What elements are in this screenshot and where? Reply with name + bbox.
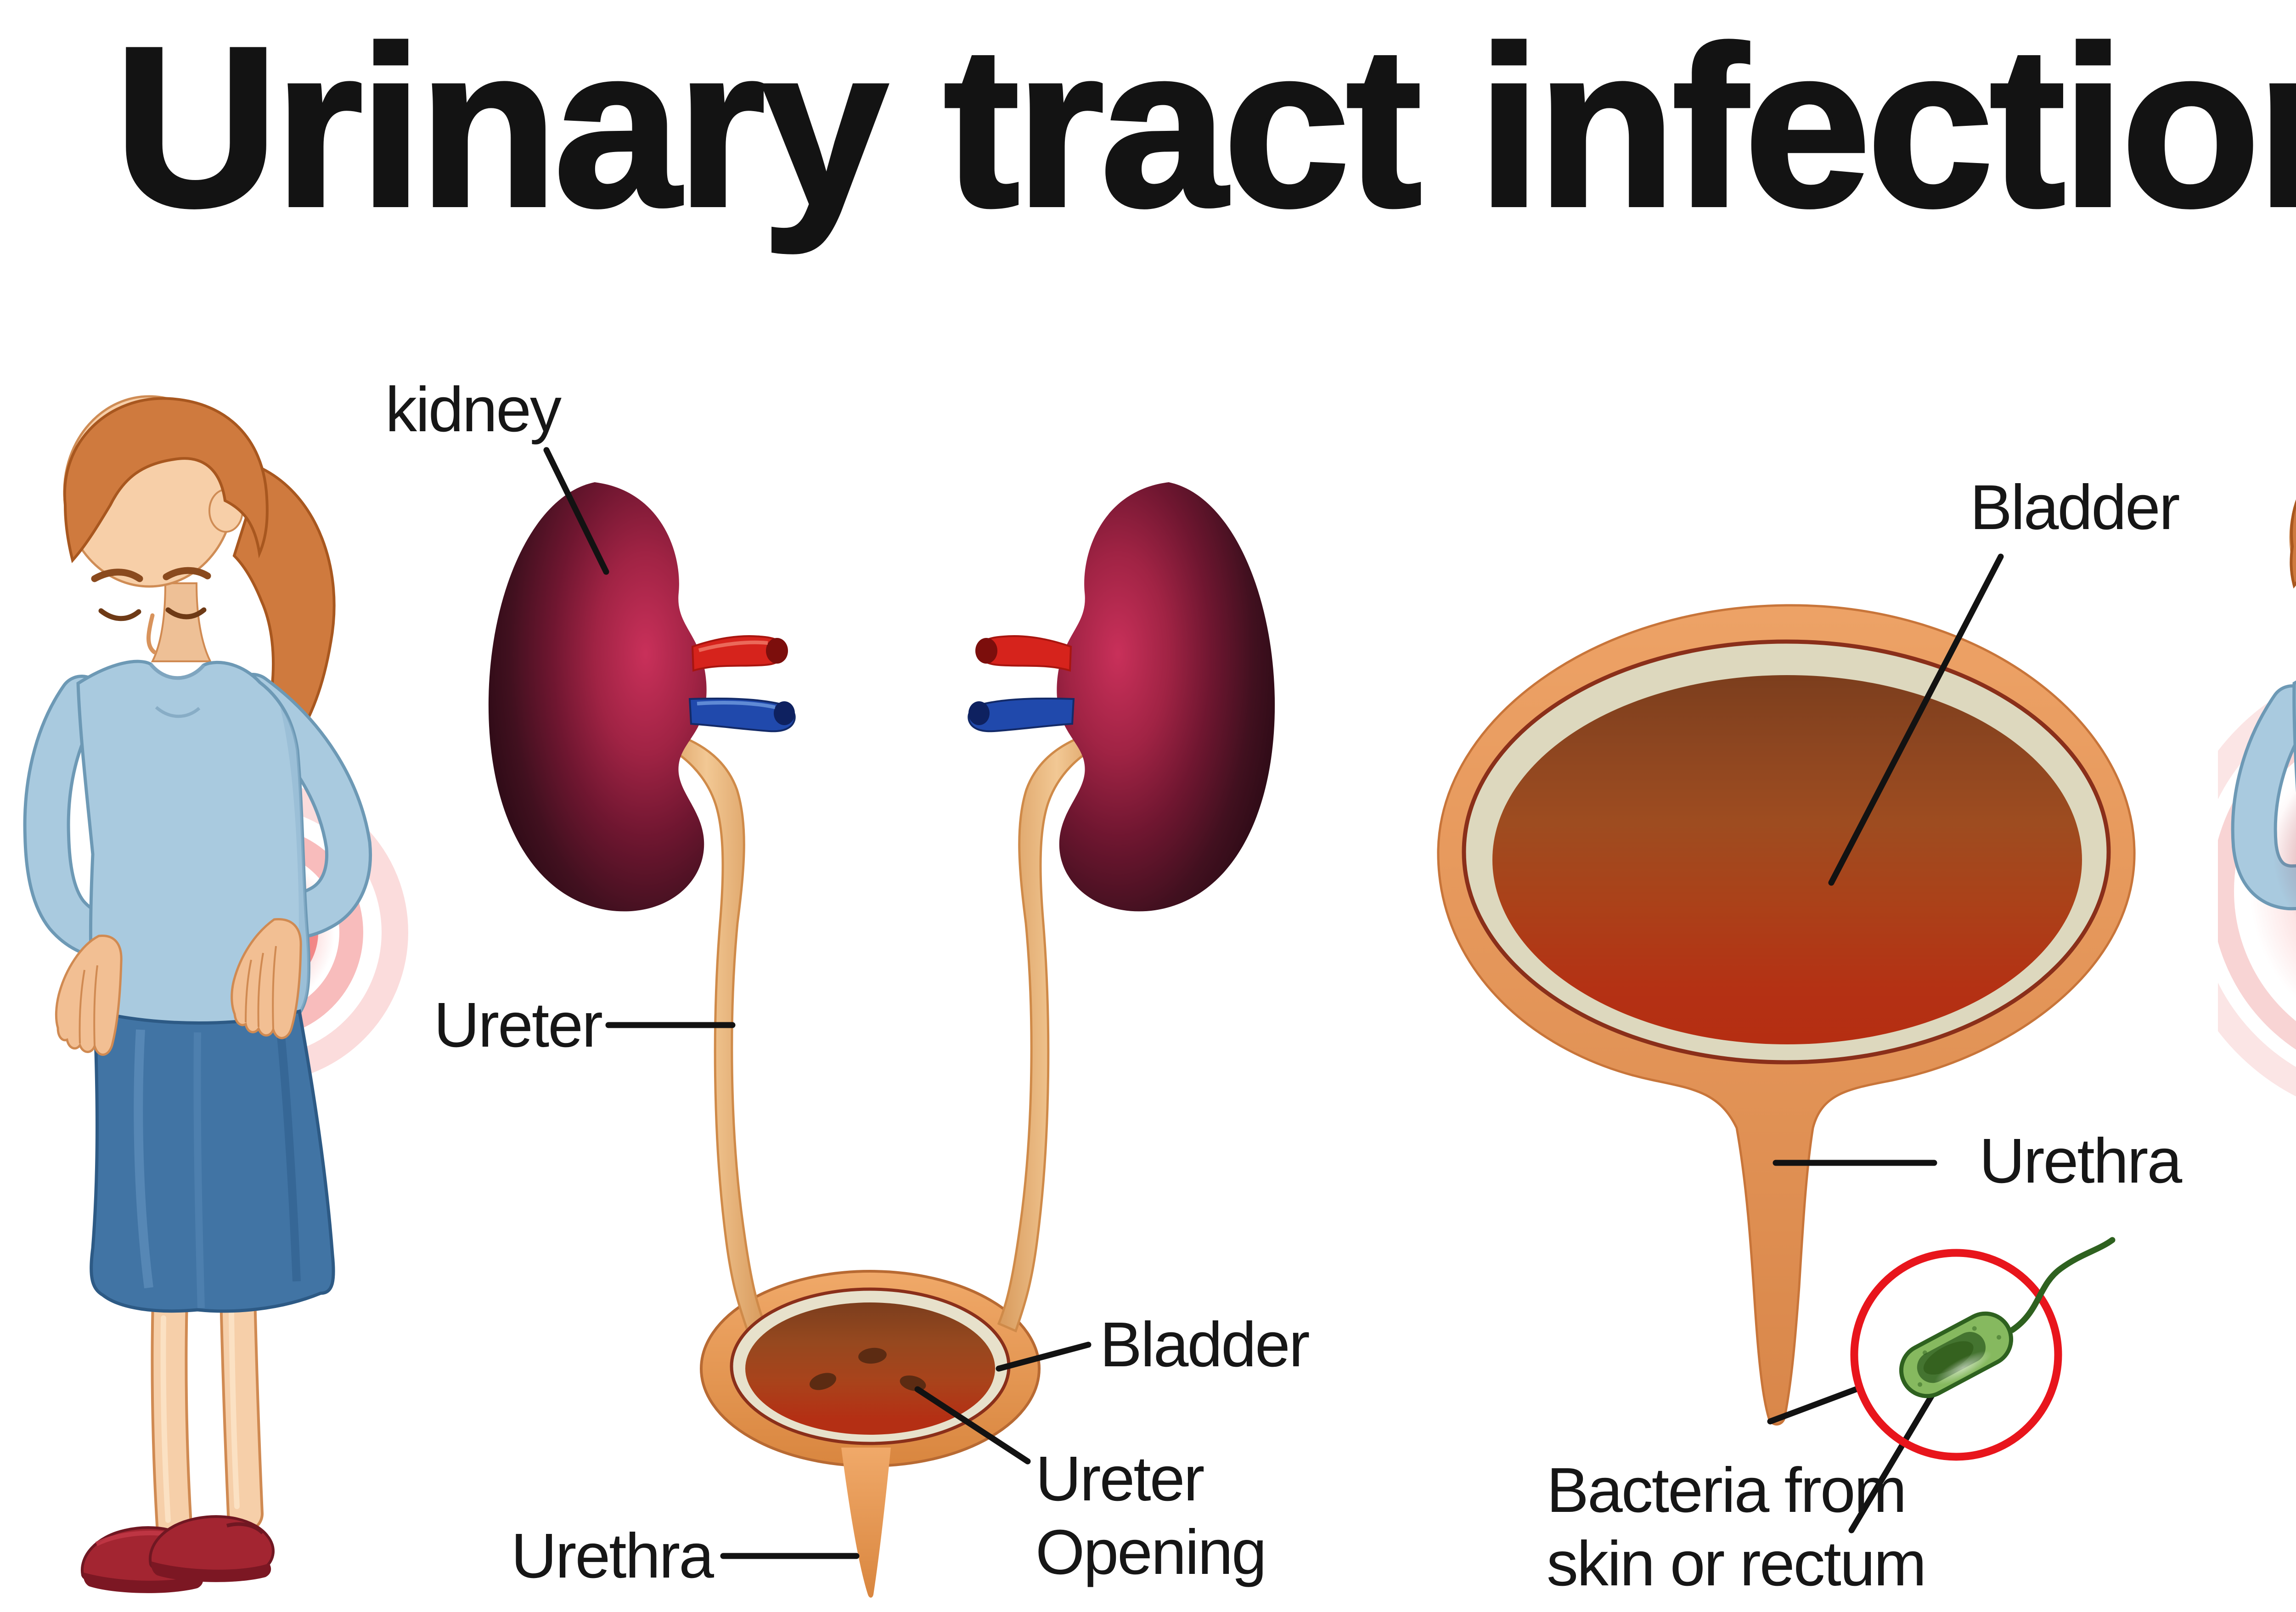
bacteria-alert-circle [1850, 1249, 2062, 1461]
bladder-leader-line [1828, 553, 2004, 886]
bacterium-flagellum [2009, 1237, 2116, 1333]
bacteria-leader-line [1848, 1370, 1948, 1533]
abdominal-pain-tint [2273, 790, 2296, 919]
left-arm [23, 675, 118, 958]
woman-with-abdominal-pain-illustration [2218, 499, 2296, 1097]
kidney-label: kidney [385, 374, 562, 445]
right-kidney-unit [968, 482, 1275, 1333]
renal-vein [688, 698, 796, 733]
ureter-opening-label: Ureter Opening [1035, 1442, 1267, 1589]
shoes [80, 1515, 275, 1593]
bladder-label-left: Bladder [1100, 1309, 1310, 1380]
legs [151, 1278, 264, 1550]
page-title: Urinary tract infections [113, 0, 2296, 254]
ureter-openings [809, 1347, 926, 1392]
left-hand-on-hip [55, 935, 123, 1056]
bacteria-label-line1: Bacteria from [1547, 1455, 1907, 1526]
ureter-label: Ureter [433, 990, 603, 1060]
bladder-leader-line [996, 1341, 1092, 1372]
bacteria-label-line2: skin or rectum [1547, 1528, 1927, 1600]
bladder-interior [1492, 675, 2082, 1044]
right-hand-on-back [231, 918, 302, 1039]
bladder-label-right: Bladder [1970, 472, 2180, 543]
bladder-cross-section-icon [1437, 604, 2136, 1426]
urethra-label-left: Urethra [511, 1521, 714, 1591]
ureter-opening-line2: Opening [1035, 1517, 1267, 1588]
woman-with-back-pain-illustration [23, 395, 408, 1593]
neck [151, 582, 212, 662]
torso-shirt [2273, 680, 2296, 919]
kidney-leader-line [543, 447, 609, 575]
kidney-shape [488, 482, 707, 912]
urethra-to-bacteria-line [1767, 1385, 1863, 1425]
ureter-opening-line1: Ureter [1035, 1443, 1204, 1514]
bladder-cross-section-diagram [1437, 553, 2136, 1533]
right-arm [229, 673, 372, 939]
ureter-opening-leader-line [914, 1386, 1031, 1465]
renal-artery [691, 635, 788, 672]
rod-bacterium-icon [1899, 1311, 2014, 1398]
left-kidney-unit [488, 482, 796, 1333]
skirt [90, 1009, 335, 1313]
front-hair [63, 397, 269, 564]
front-hair [2290, 499, 2296, 589]
urethra-label-right: Urethra [1979, 1126, 2182, 1196]
torso-shirt [76, 659, 311, 1026]
urethra-stem [841, 1448, 891, 1598]
kidney-pair-icon [488, 482, 1275, 1333]
urinary-system-diagram [488, 447, 1275, 1598]
bacteria-label: Bacteria from skin or rectum [1547, 1454, 1927, 1601]
left-arm [2231, 684, 2296, 911]
